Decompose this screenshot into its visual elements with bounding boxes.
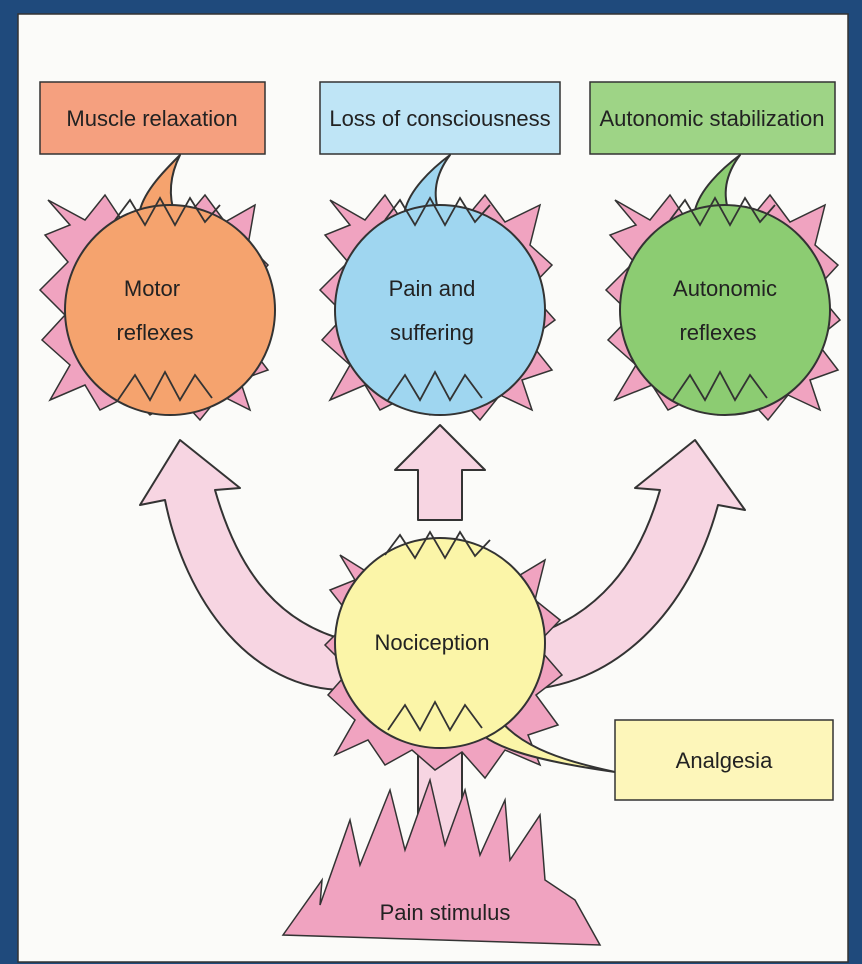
label-muscle-relaxation: Muscle relaxation — [66, 106, 237, 131]
circle-motor — [65, 205, 275, 415]
circle-autonomic-line2: reflexes — [679, 320, 756, 345]
circle-pain-line1: Pain and — [389, 276, 476, 301]
circle-autonomic-line1: Autonomic — [673, 276, 777, 301]
circle-motor-line1: Motor — [124, 276, 180, 301]
label-analgesia: Analgesia — [676, 748, 773, 773]
circle-nociception-label: Nociception — [375, 630, 490, 655]
circle-motor-line2: reflexes — [116, 320, 193, 345]
stimulus-label: Pain stimulus — [380, 900, 511, 925]
circle-autonomic — [620, 205, 830, 415]
label-autonomic-stabilization: Autonomic stabilization — [599, 106, 824, 131]
label-loss-of-consciousness: Loss of consciousness — [329, 106, 550, 131]
circle-pain-line2: suffering — [390, 320, 474, 345]
circle-pain — [335, 205, 545, 415]
